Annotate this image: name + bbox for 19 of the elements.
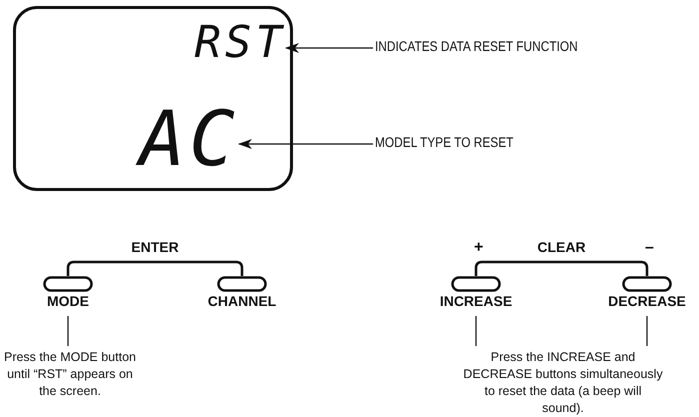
button-label: DECREASE (607, 293, 687, 309)
arrow (238, 139, 373, 149)
leader-line (67, 316, 69, 346)
button-label: MODE (46, 293, 90, 309)
edge-label: ENTER (129, 239, 181, 255)
display-readout: RST (194, 21, 286, 65)
sign-label: + (474, 239, 484, 257)
lcd-screen (13, 6, 293, 191)
callout-label: INDICATES DATA RESET FUNCTION (375, 38, 578, 54)
leader-line (475, 316, 477, 346)
instruction-text: Press the MODE button until “RST” appears on the screen. (2, 349, 137, 400)
edge-label: CLEAR (535, 239, 588, 255)
button-label: INCREASE (438, 293, 514, 309)
instruction-text: Press the INCREASE and DECREASE buttons simultaneously to reset the data (a beep will sound). (463, 349, 663, 417)
sign-label: – (645, 239, 654, 257)
leader-line (646, 316, 648, 346)
callout-label: MODEL TYPE TO RESET (375, 134, 514, 150)
button-label: CHANNEL (206, 293, 278, 309)
arrow (285, 43, 373, 53)
